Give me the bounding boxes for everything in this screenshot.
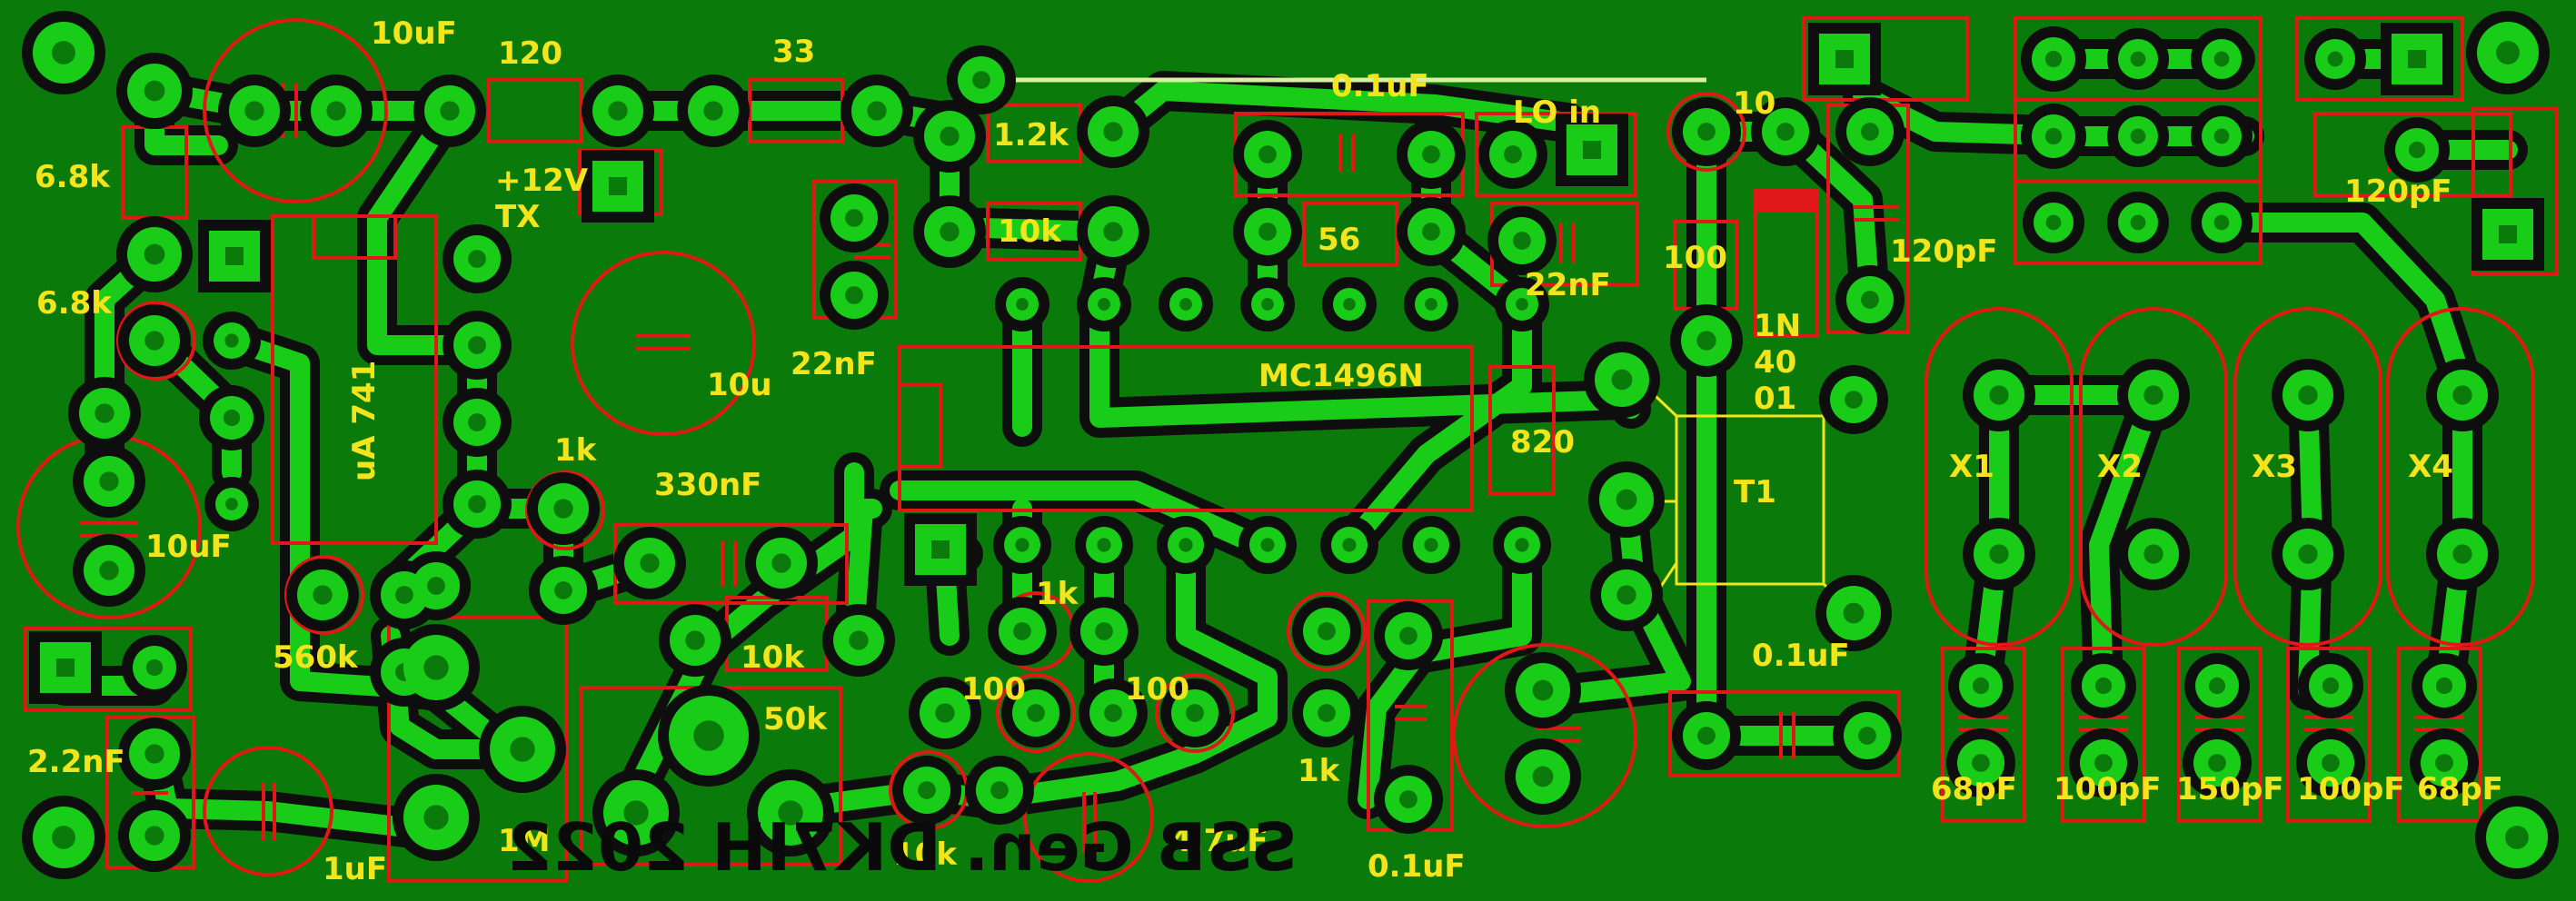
label-c-22nf-bl: 2.2nF xyxy=(27,744,125,780)
label-r-1m: 1M xyxy=(498,823,551,859)
label-x1: X1 xyxy=(1949,449,1994,485)
label-diode-2: 40 xyxy=(1754,344,1796,381)
label-r-1k-c: 1k xyxy=(1298,753,1341,789)
board-title: SSB Gen. DK7IH 2022 xyxy=(507,809,1298,886)
labels: 10uF 120 33 0.1uF LO in 10 6.8k 6.8k +12… xyxy=(27,15,2503,887)
label-x4: X4 xyxy=(2408,449,2453,485)
label-r-10k-mid: 10k xyxy=(741,639,805,676)
label-diode-1: 1N xyxy=(1754,308,1801,344)
label-r-10k-top: 10k xyxy=(998,213,1062,250)
label-c-22nf-r: 22nF xyxy=(1525,267,1611,303)
label-ic-ua741: uA 741 xyxy=(346,361,383,481)
label-c-120pf-b: 120pF xyxy=(1890,233,1998,270)
label-c-01uf-top: 0.1uF xyxy=(1331,68,1429,104)
label-r-10k-bot: 10k xyxy=(893,837,958,873)
label-pot-50k: 50k xyxy=(763,701,828,738)
label-r-56: 56 xyxy=(1318,222,1360,258)
label-c-01uf-bot: 0.1uF xyxy=(1368,848,1466,885)
label-c-120pf-a: 120pF xyxy=(2344,173,2452,210)
label-c-22nf-l: 22nF xyxy=(791,346,877,382)
label-r-12k: 1.2k xyxy=(993,117,1069,153)
label-c-68pf-a: 68pF xyxy=(1931,771,2017,807)
label-c-68pf-b: 68pF xyxy=(2417,771,2503,807)
label-t1: T1 xyxy=(1734,474,1776,510)
label-r-820: 820 xyxy=(1510,424,1575,460)
label-12v: +12V xyxy=(495,163,589,199)
label-r-120: 120 xyxy=(498,35,562,72)
label-c-10uf-left: 10uF xyxy=(145,529,232,565)
label-c-47uf: 4.7uF xyxy=(1170,823,1268,859)
label-c-100pf-a: 100pF xyxy=(2054,771,2162,807)
label-x2: X2 xyxy=(2097,449,2143,485)
label-tx: TX xyxy=(495,199,540,235)
label-r-100-top: 100 xyxy=(1663,240,1727,276)
label-r-1k-a: 1k xyxy=(554,432,598,469)
label-c-150pf: 150pF xyxy=(2176,771,2284,807)
label-r-68k-b: 6.8k xyxy=(36,285,113,322)
label-c-330nf: 330nF xyxy=(654,467,761,503)
label-ic-mc1496: MC1496N xyxy=(1258,358,1424,394)
label-c-10uf-top: 10uF xyxy=(371,15,457,52)
label-r-560k: 560k xyxy=(273,639,359,676)
board-title-mirrored: SSB Gen. DK7IH 2022 xyxy=(507,809,1298,886)
label-r-33: 33 xyxy=(772,34,815,70)
label-r-10: 10 xyxy=(1733,85,1775,122)
label-r-100-b: 100 xyxy=(1125,671,1189,708)
label-c-1uf: 1uF xyxy=(323,851,387,887)
label-r-100-a: 100 xyxy=(961,671,1026,708)
label-c-01uf-right: 0.1uF xyxy=(1752,638,1850,674)
solder-pads xyxy=(22,11,2559,879)
label-diode-3: 01 xyxy=(1754,381,1796,417)
label-c-100pf-b: 100pF xyxy=(2297,771,2405,807)
label-x3: X3 xyxy=(2252,449,2297,485)
label-r-68k-a: 6.8k xyxy=(35,159,111,195)
label-c-10u: 10u xyxy=(707,367,772,403)
label-r-1k-b: 1k xyxy=(1036,576,1079,612)
label-lo-in: LO in xyxy=(1513,94,1601,131)
